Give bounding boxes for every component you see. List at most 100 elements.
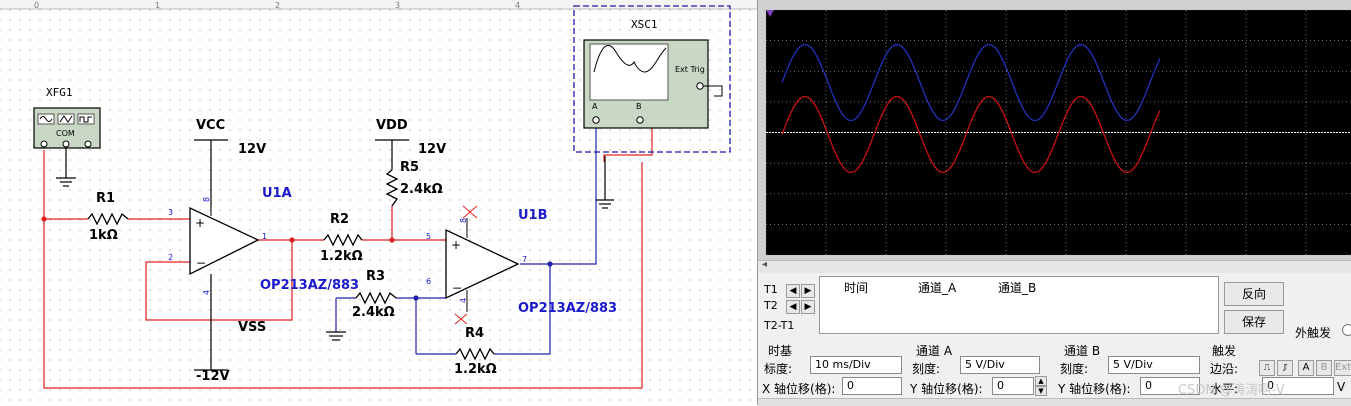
pin-number: 3 <box>168 208 174 217</box>
trigger-title: 触发 <box>1212 344 1237 358</box>
cursor-t1-marker[interactable] <box>766 10 774 17</box>
readout-table: 时间 通道_A 通道_B <box>819 276 1219 334</box>
channel-a-ypos-down-icon[interactable]: ▼ <box>1035 386 1047 396</box>
pin-number: 4 <box>459 297 469 304</box>
timebase-xpos-field[interactable]: 0 <box>842 377 902 395</box>
ruler-mark: 4 <box>515 1 520 10</box>
channel-a-ypos-label: Y 轴位移(格): <box>910 382 983 396</box>
oscilloscope-xsc1 <box>573 5 731 153</box>
schematic-drawing: 0 1 2 3 4 <box>0 0 757 389</box>
r3-value: 2.4kΩ <box>352 305 395 320</box>
opamp-u1a: + − <box>189 206 260 276</box>
ruler: 0 1 2 3 4 <box>0 0 757 10</box>
xsc1-pin-a: A <box>592 102 598 111</box>
r2-value: 1.2kΩ <box>320 249 363 264</box>
pin-number: 5 <box>426 232 432 241</box>
svg-text:+: + <box>195 216 205 230</box>
blue-wires <box>335 122 597 355</box>
channel-a-ypos-up-icon[interactable]: ▲ <box>1035 376 1047 386</box>
bottom-controls-strip <box>758 398 1351 406</box>
timebase-scale-field[interactable]: 10 ms/Div <box>810 356 902 374</box>
readout-header-channel-a: 通道_A <box>918 281 957 295</box>
channel-a-title: 通道 A <box>916 344 953 358</box>
channel-b-title: 通道 B <box>1064 344 1101 358</box>
scope-screen[interactable] <box>758 0 1351 260</box>
red-wires <box>43 122 653 389</box>
pin-number: 6 <box>426 277 432 286</box>
r1-value: 1kΩ <box>89 228 118 243</box>
channel-a-scale-field[interactable]: 5 V/Div <box>960 356 1040 374</box>
t1-left-button[interactable]: ◀ <box>786 284 800 298</box>
r4-name: R4 <box>465 326 485 341</box>
vcc-value: 12V <box>238 142 267 157</box>
vss-value: -12V <box>196 369 230 384</box>
ext-trigger-radio[interactable] <box>1342 324 1351 336</box>
r5-value: 2.4kΩ <box>400 182 443 197</box>
r3-name: R3 <box>366 269 386 284</box>
t2-right-button[interactable]: ▶ <box>801 300 815 314</box>
ext-trigger-label: 外触发 <box>1295 326 1332 340</box>
ruler-mark: 3 <box>395 1 400 10</box>
channel-b-ypos-field[interactable]: 0 <box>1140 377 1200 395</box>
schematic-canvas[interactable]: 0 1 2 3 4 <box>0 0 757 405</box>
oscilloscope-panel: ◂ T1 T2 T2-T1 ◀ ▶ ◀ ▶ 时间 通道_A 通道_B 反向 保存… <box>757 0 1351 406</box>
junctions <box>41 216 395 243</box>
timebase-title: 时基 <box>768 344 793 358</box>
rising-edge-icon[interactable]: ⎍ <box>1259 360 1275 376</box>
trigger-edge-label: 边沿: <box>1210 362 1239 376</box>
readout-row-t2-t1: T2-T1 <box>764 319 795 332</box>
u1b-name: U1B <box>518 208 548 223</box>
falling-edge-icon[interactable]: ⎎ <box>1277 360 1293 376</box>
trigger-level-field[interactable]: 0 <box>1262 377 1334 395</box>
svg-text:−: − <box>196 256 206 270</box>
channel-b-scale-field[interactable]: 5 V/Div <box>1108 356 1200 374</box>
xfg1-com-label: COM <box>56 129 75 138</box>
vdd-name: VDD <box>376 118 408 133</box>
ruler-mark: 1 <box>155 1 160 10</box>
pin-number: 1 <box>262 232 268 241</box>
t2-left-button[interactable]: ◀ <box>786 300 800 314</box>
svg-text:+: + <box>451 238 461 252</box>
ground-icon <box>56 177 614 341</box>
u1a-name: U1A <box>262 186 292 201</box>
scope-scrollbar[interactable]: ◂ <box>758 259 1351 273</box>
pin-number: 4 <box>202 289 212 296</box>
pin-number: 8 <box>202 196 212 203</box>
u1a-part: OP213AZ/883 <box>260 278 360 293</box>
watermark: CSDN @涛涛啊-V <box>1178 383 1285 398</box>
t1-right-button[interactable]: ▶ <box>801 284 815 298</box>
r5-name: R5 <box>400 160 420 175</box>
readout-header-time: 时间 <box>844 281 869 295</box>
xsc1-ext-trig-label: Ext Trig <box>675 65 705 74</box>
pin-number: 8 <box>459 217 469 224</box>
ruler-mark: 2 <box>275 1 280 10</box>
xsc1-label: XSC1 <box>631 18 658 31</box>
trace-channel-b <box>781 95 1161 174</box>
trigger-source-b-button[interactable]: B <box>1316 360 1332 376</box>
vcc-name: VCC <box>196 118 226 133</box>
pin-number: 2 <box>168 253 174 262</box>
u1b-part: OP213AZ/883 <box>518 301 618 316</box>
readout-row-t2: T2 <box>764 299 778 312</box>
scroll-left-icon[interactable]: ◂ <box>762 259 768 270</box>
xsc1-pin-b: B <box>636 102 642 111</box>
trace-channel-a <box>781 43 1161 122</box>
trigger-source-ext-button[interactable]: Ext <box>1334 360 1351 376</box>
pin-number: 7 <box>522 255 528 264</box>
r2-name: R2 <box>330 212 350 227</box>
black-wires <box>65 139 606 371</box>
channel-b-scale-label: 刻度: <box>1060 362 1089 376</box>
vdd-value: 12V <box>418 142 447 157</box>
timebase-scale-label: 标度: <box>764 362 793 376</box>
channel-a-ypos-field[interactable]: 0 <box>992 377 1034 395</box>
trigger-level-label: 水平: <box>1210 382 1239 396</box>
save-button[interactable]: 保存 <box>1224 310 1284 334</box>
r4-value: 1.2kΩ <box>454 362 497 377</box>
ruler-mark: 0 <box>34 1 39 10</box>
vss-name: VSS <box>238 320 267 335</box>
reverse-button[interactable]: 反向 <box>1224 282 1284 306</box>
channel-b-ypos-label: Y 轴位移(格): <box>1058 382 1131 396</box>
timebase-xpos-label: X 轴位移(格): <box>762 382 836 396</box>
trigger-source-a-button[interactable]: A <box>1298 360 1314 376</box>
readout-header-channel-b: 通道_B <box>998 281 1037 295</box>
